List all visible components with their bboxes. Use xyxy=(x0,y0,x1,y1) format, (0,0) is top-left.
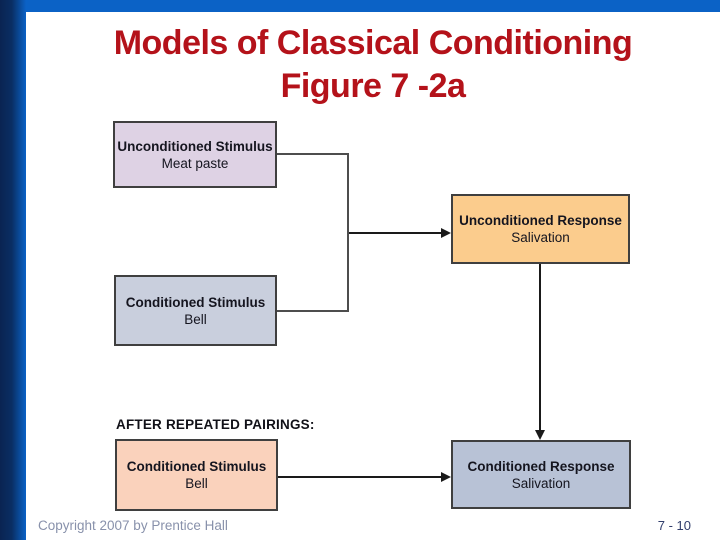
after-repeated-pairings-label: AFTER REPEATED PAIRINGS: xyxy=(116,417,315,432)
box-conditioned-stimulus-after-pairing: Conditioned Stimulus Bell xyxy=(115,439,278,511)
box-conditioned-stimulus: Conditioned Stimulus Bell xyxy=(114,275,277,346)
top-blue-bar xyxy=(0,0,720,12)
connector-bracket-top xyxy=(277,153,349,155)
arrowhead-right-icon xyxy=(441,228,451,238)
arrowhead-right-icon xyxy=(441,472,451,482)
box-title: Conditioned Stimulus xyxy=(126,459,267,474)
box-unconditioned-stimulus: Unconditioned Stimulus Meat paste xyxy=(113,121,277,188)
box-subtitle: Bell xyxy=(185,476,208,491)
box-title: Unconditioned Response xyxy=(459,213,622,228)
box-title: Unconditioned Stimulus xyxy=(117,138,273,154)
connector-bracket-vertical xyxy=(347,153,349,312)
page-number: 7 - 10 xyxy=(657,518,691,533)
connector-cs-to-cr xyxy=(278,476,442,478)
box-subtitle: Salivation xyxy=(511,230,570,245)
arrowhead-down-icon xyxy=(535,430,545,440)
box-title: Conditioned Stimulus xyxy=(125,294,266,310)
slide-title-line1: Models of Classical Conditioning xyxy=(113,24,633,62)
box-subtitle: Salivation xyxy=(511,475,571,491)
connector-to-unconditioned-response xyxy=(349,232,442,234)
left-gradient-bar xyxy=(0,0,26,540)
box-subtitle: Meat paste xyxy=(161,155,229,171)
box-title: Conditioned Response xyxy=(467,458,615,474)
slide-title: Models of Classical Conditioning Figure … xyxy=(26,22,720,108)
box-unconditioned-response: Unconditioned Response Salivation xyxy=(451,194,630,264)
box-conditioned-response: Conditioned Response Salivation xyxy=(451,440,631,509)
connector-bracket-bottom xyxy=(277,310,349,312)
slide-title-line2: Figure 7 -2a xyxy=(280,67,466,105)
copyright-text: Copyright 2007 by Prentice Hall xyxy=(38,518,228,533)
connector-ur-to-cr xyxy=(539,264,541,431)
box-subtitle: Bell xyxy=(184,311,207,327)
